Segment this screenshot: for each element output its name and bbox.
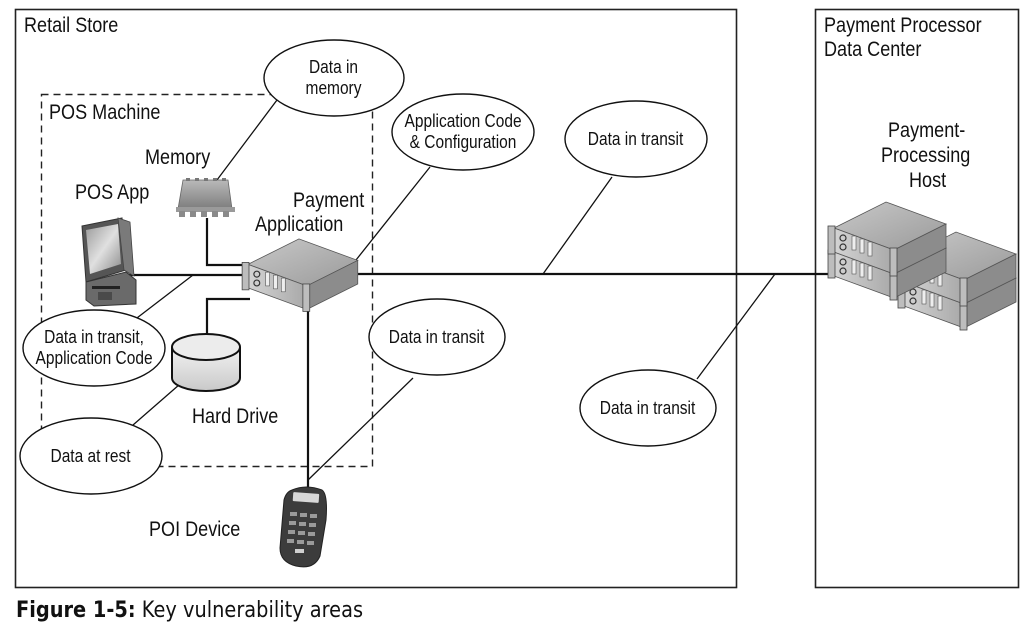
- callout-transit-top: [564, 100, 708, 178]
- pos-machine-zone: [40, 93, 374, 468]
- callout-line: Data in transit: [588, 128, 684, 149]
- callout-line: Data in: [309, 57, 359, 77]
- figure-number: Figure 1-5:: [16, 598, 136, 623]
- memory-chip-icon: [176, 178, 235, 217]
- callout-line: Application Code: [35, 348, 153, 368]
- callout-line: Data in transit: [600, 397, 696, 418]
- hard-drive-label: Hard Drive: [192, 405, 279, 428]
- callout-ellipses: [19, 39, 717, 495]
- callout-transit-app-code: [22, 309, 166, 387]
- callout-data-at-rest: [19, 417, 163, 495]
- pin-pad-icon: [279, 486, 327, 568]
- figure-title: Key vulnerability areas: [135, 598, 364, 623]
- processor-data-center-label-line2: Data Center: [824, 38, 922, 61]
- link-memory-to-payment-app: [205, 218, 248, 267]
- database-icon: [171, 333, 241, 392]
- payment-application-label-line2: Application: [255, 213, 344, 236]
- host-label-line1: Payment-: [888, 119, 966, 142]
- callout-app-code-config: [391, 93, 535, 171]
- callout-line: memory: [306, 78, 362, 98]
- callout-transit-network-text: Data in transit: [580, 370, 716, 446]
- server-icon: [241, 238, 359, 312]
- callout-data-at-rest-text: Data at rest: [20, 418, 162, 494]
- callout-transit-network: [579, 369, 717, 447]
- callout-transit-poi: [368, 298, 506, 376]
- memory-label: Memory: [145, 146, 211, 169]
- link-hard-drive-to-payment-app: [205, 297, 250, 342]
- host-label-line3: Host: [909, 169, 947, 192]
- connections: [122, 218, 842, 488]
- payment-application-label-line1: Payment: [293, 189, 365, 212]
- callout-transit-top-text: Data in transit: [565, 101, 707, 177]
- pos-terminal-icon: [81, 217, 137, 307]
- callout-line: Data in transit,: [44, 327, 144, 347]
- callout-line: Data at rest: [50, 445, 132, 466]
- processor-data-center-zone: [814, 8, 1020, 589]
- retail-store-zone: [14, 8, 738, 589]
- processor-data-center-label-line1: Payment Processor: [824, 14, 982, 37]
- host-label-line2: Processing: [881, 144, 971, 167]
- callout-transit-poi-text: Data in transit: [369, 299, 505, 375]
- pos-app-label: POS App: [75, 181, 150, 204]
- callout-leaders: [132, 99, 776, 481]
- callout-line: Application Code: [404, 111, 522, 131]
- pos-machine-label: POS Machine: [49, 101, 161, 124]
- callout-line: Data in transit: [389, 326, 485, 347]
- callout-data-in-memory: [263, 39, 405, 117]
- callout-app-code-config-text: Application Code& Configuration: [392, 94, 534, 170]
- retail-store-label: Retail Store: [24, 14, 119, 37]
- callout-transit-app-code-text: Data in transit,Application Code: [23, 310, 165, 386]
- server-rack-icon: [827, 201, 1017, 331]
- callout-line: & Configuration: [409, 132, 517, 152]
- poi-device-label: POI Device: [149, 518, 241, 541]
- figure-caption: Figure 1-5: Key vulnerability areas: [16, 598, 363, 623]
